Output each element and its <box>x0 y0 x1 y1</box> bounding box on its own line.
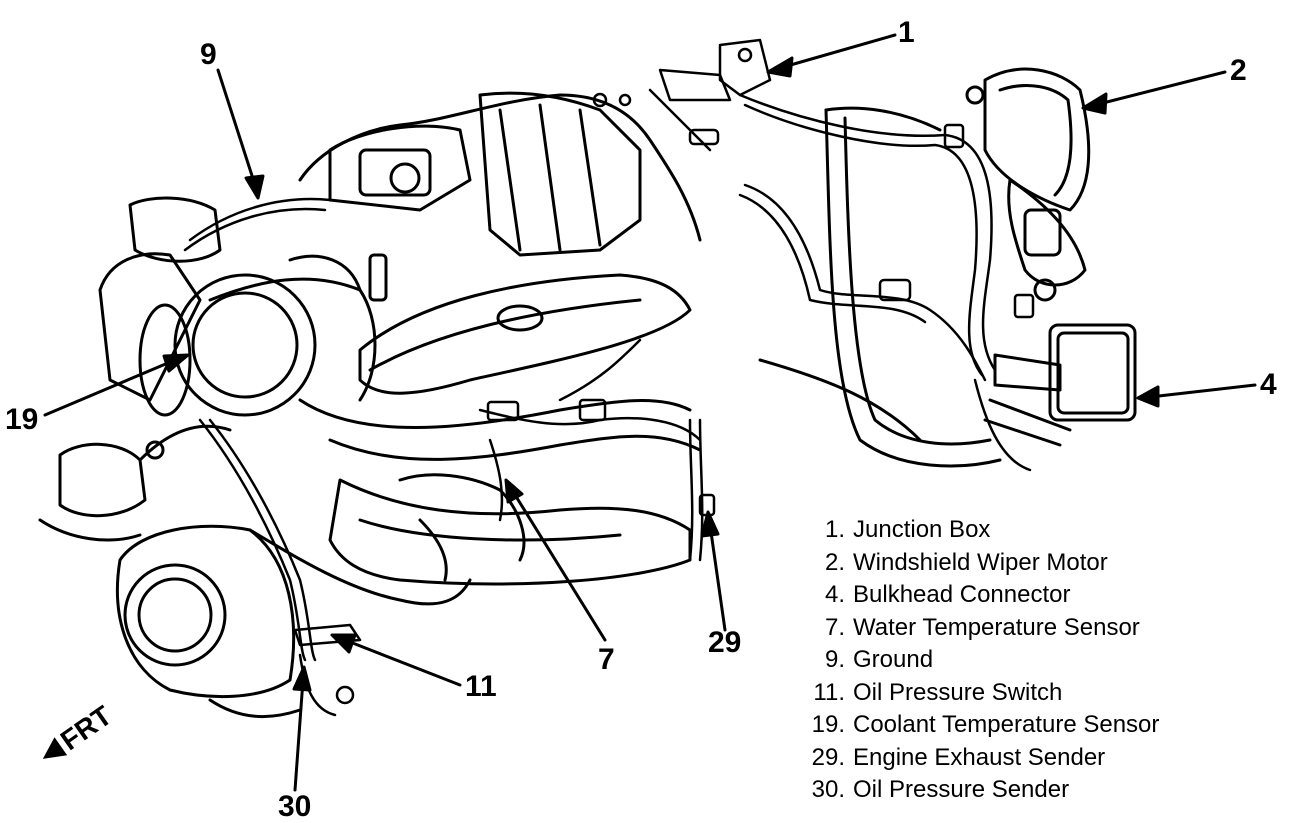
legend-item: 30. Oil Pressure Sender <box>795 774 1275 807</box>
callout-2: 2 <box>1230 54 1247 87</box>
legend-text: Oil Pressure Sender <box>853 776 1070 803</box>
legend-text: Coolant Temperature Sensor <box>853 711 1160 738</box>
legend-number: 30. <box>811 776 845 803</box>
callout-1: 1 <box>898 16 915 49</box>
legend-number: 1. <box>824 516 845 543</box>
legend-item: 2. Windshield Wiper Motor <box>795 547 1275 580</box>
wiring-harness <box>738 93 1035 472</box>
legend-item: 1. Junction Box <box>795 514 1275 547</box>
legend-number: 4. <box>824 581 845 608</box>
callout-29: 29 <box>708 626 742 659</box>
legend-number: 29. <box>811 743 845 771</box>
legend-text: Ground <box>853 646 934 673</box>
legend-item: 4. Bulkhead Connector <box>795 579 1275 612</box>
callout-30: 30 <box>278 790 312 823</box>
legend-text: Oil Pressure Switch <box>853 678 1063 706</box>
legend-item: 11. Oil Pressure Switch <box>795 677 1275 710</box>
legend-text: Junction Box <box>853 516 991 543</box>
legend-item: 19. Coolant Temperature Sensor <box>795 709 1275 742</box>
legend-number: 2. <box>824 548 845 576</box>
callout-7: 7 <box>598 643 615 676</box>
callout-4: 4 <box>1260 368 1277 401</box>
wiper-motor <box>965 67 1091 302</box>
legend-item: 9. Ground <box>795 644 1275 677</box>
legend-text: Bulkhead Connector <box>853 581 1071 608</box>
legend-text: Windshield Wiper Motor <box>853 548 1108 576</box>
legend-item: 7. Water Temperature Sensor <box>795 612 1275 645</box>
component-legend: 1.Junction Box 2.Windshield Wiper Motor … <box>795 514 1275 807</box>
legend-text: Engine Exhaust Sender <box>853 743 1106 771</box>
junction-box <box>592 38 772 152</box>
callout-11: 11 <box>465 670 497 703</box>
bulkhead-connector <box>983 323 1137 447</box>
legend-number: 19. <box>811 711 845 738</box>
firewall-panel <box>758 106 1002 468</box>
legend-item: 29. Engine Exhaust Sender <box>795 742 1275 775</box>
legend-number: 11. <box>813 678 845 706</box>
leader-lines <box>43 33 1257 792</box>
legend-text: Water Temperature Sensor <box>853 613 1140 641</box>
callout-19: 19 <box>5 403 39 436</box>
engine-block <box>38 91 702 719</box>
callout-9: 9 <box>200 38 217 71</box>
legend-number: 9. <box>824 646 845 673</box>
legend-number: 7. <box>824 613 845 641</box>
